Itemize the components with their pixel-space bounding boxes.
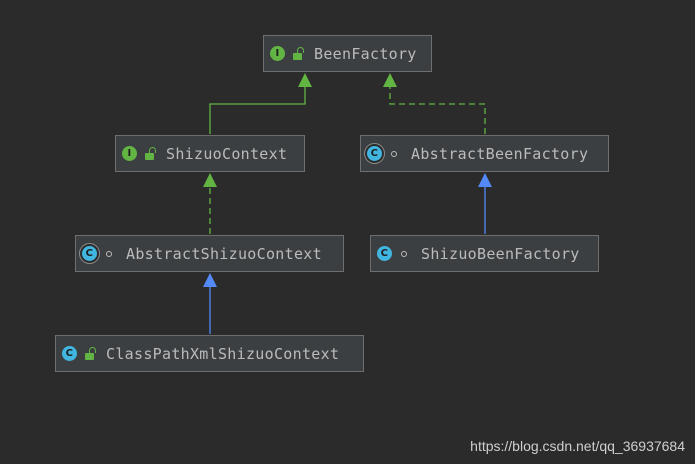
package-private-dot-icon (397, 250, 411, 257)
node-label: ClassPathXmlShizuoContext (106, 344, 340, 363)
watermark-url: https://blog.csdn.net/qq_36937684 (470, 438, 685, 454)
interface-icon: I (122, 146, 137, 161)
package-private-dot-icon (387, 150, 401, 157)
node-abstractshizuocontext[interactable]: C AbstractShizuoContext (75, 235, 344, 272)
node-label: AbstractBeenFactory (411, 144, 589, 163)
abstract-class-icon: C (82, 246, 97, 261)
node-beenfactory[interactable]: I BeenFactory (263, 35, 432, 72)
edge-abstractbeenfactory-to-beenfactory (383, 73, 486, 134)
interface-icon: I (270, 46, 285, 61)
edge-classpathxml-to-abstractshizuocontext (203, 273, 217, 334)
public-lock-icon (82, 346, 96, 360)
node-shizuobeenfactory[interactable]: C ShizuoBeenFactory (370, 235, 599, 272)
class-icon: C (377, 246, 392, 261)
node-abstractbeenfactory[interactable]: C AbstractBeenFactory (360, 135, 609, 172)
node-shizuocontext[interactable]: I ShizuoContext (115, 135, 305, 172)
public-lock-icon (142, 146, 156, 160)
edge-abstractshizuocontext-to-shizuocontext (203, 173, 217, 234)
node-label: ShizuoContext (166, 144, 288, 163)
public-lock-icon (290, 46, 304, 60)
node-label: ShizuoBeenFactory (421, 244, 580, 263)
abstract-class-icon: C (367, 146, 382, 161)
node-classpathxmlshizuocontext[interactable]: C ClassPathXmlShizuoContext (55, 335, 364, 372)
class-icon: C (62, 346, 77, 361)
edge-shizuocontext-to-beenfactory (209, 73, 312, 134)
node-label: BeenFactory (314, 44, 417, 63)
package-private-dot-icon (102, 250, 116, 257)
node-label: AbstractShizuoContext (126, 244, 322, 263)
edge-shizuobeenfactory-to-abstractbeenfactory (478, 173, 492, 234)
